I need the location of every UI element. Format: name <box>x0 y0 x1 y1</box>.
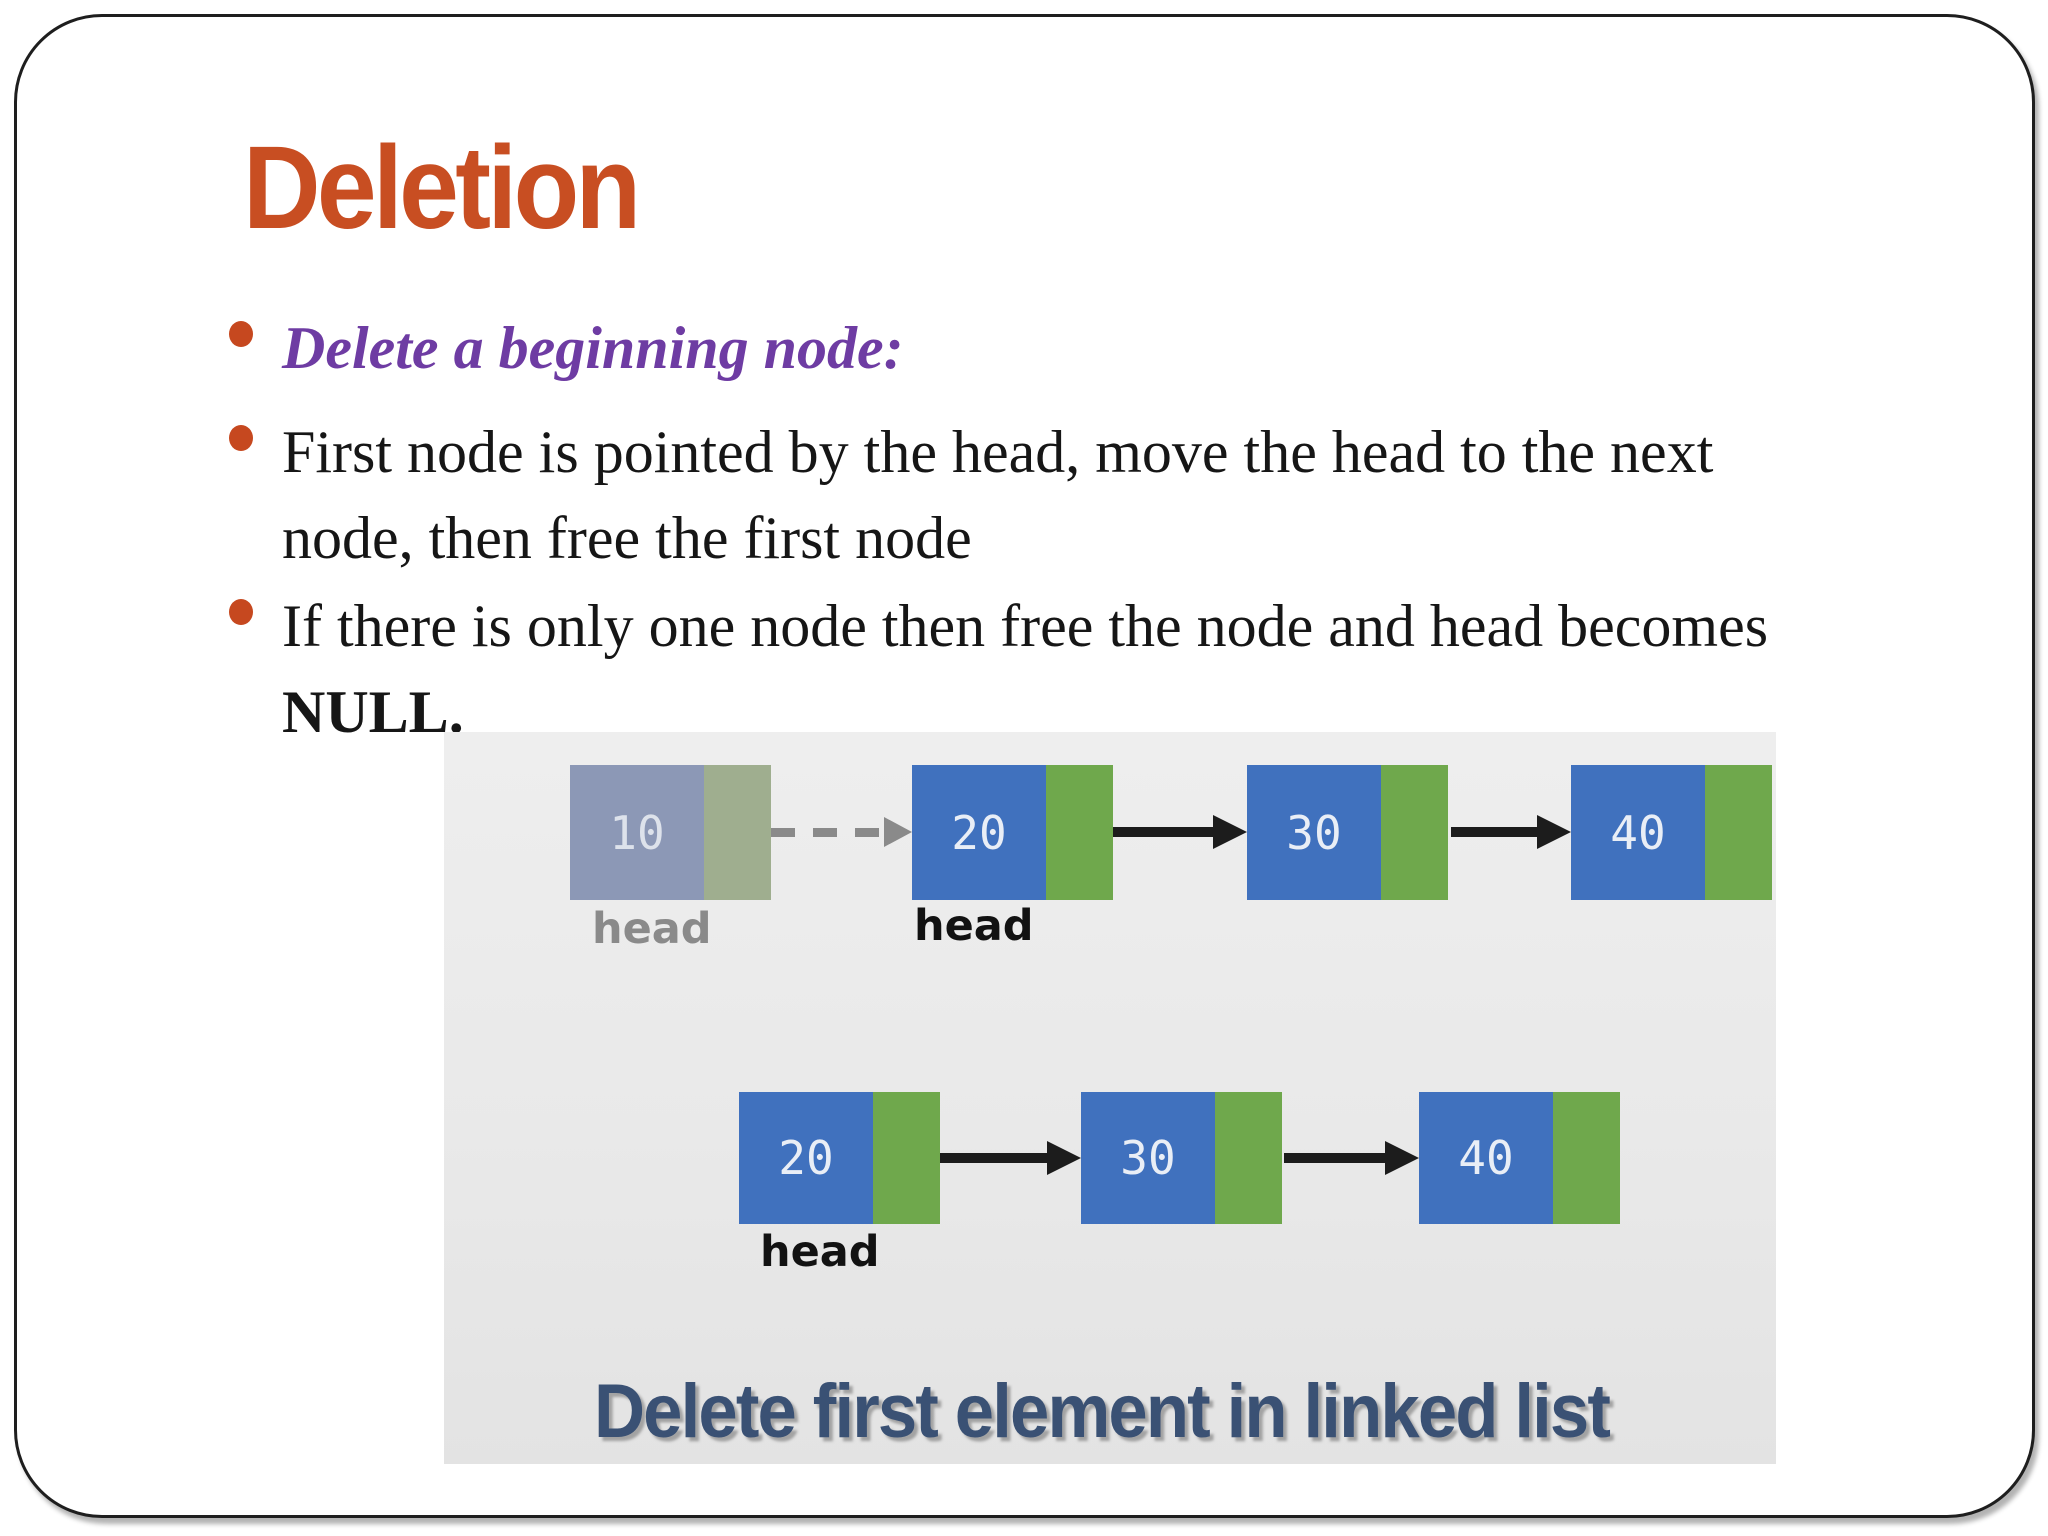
node-data-cell: 30 <box>1081 1092 1215 1224</box>
list-node-40-after: 40 <box>1419 1092 1620 1224</box>
arrow-head <box>1047 1141 1081 1175</box>
node-value: 40 <box>1458 1131 1514 1185</box>
bullet-text: Delete a beginning node: <box>282 315 904 381</box>
node-value: 20 <box>778 1131 834 1185</box>
arrow-head <box>884 817 912 847</box>
arrow-head <box>1537 815 1571 849</box>
bullet-text-line: If there is only one node then free the … <box>282 593 1769 659</box>
next-arrow-icon <box>1451 815 1571 849</box>
head-label-new: head <box>914 901 1034 951</box>
list-node-20: 20 <box>912 765 1113 900</box>
head-label-old: head <box>592 904 712 954</box>
node-next-cell <box>1553 1092 1620 1224</box>
bullet-text-line: node, then free the first node <box>282 505 972 571</box>
node-next-cell <box>1046 765 1113 900</box>
node-value: 20 <box>951 805 1007 860</box>
slide-title: Deletion <box>243 122 641 254</box>
arrow-shaft <box>1284 1153 1385 1163</box>
node-next-cell <box>873 1092 940 1224</box>
arrow-shaft <box>1113 827 1213 837</box>
linked-list-diagram: 10 20 30 40 hea <box>444 732 1776 1464</box>
arrow-shaft <box>940 1153 1047 1163</box>
next-arrow-icon <box>1113 815 1247 849</box>
dashed-arrow-icon <box>771 815 912 849</box>
node-data-cell: 10 <box>570 765 704 900</box>
bullet-text-null: NULL. <box>282 679 464 745</box>
node-value: 30 <box>1120 1131 1176 1185</box>
node-next-cell <box>1705 765 1772 900</box>
bullet-list: Delete a beginning node: First node is p… <box>229 305 1969 755</box>
node-value: 30 <box>1286 805 1342 860</box>
bullet-text-line: First node is pointed by the head, move … <box>282 419 1714 485</box>
arrow-shaft <box>771 827 884 837</box>
node-data-cell: 30 <box>1247 765 1381 900</box>
bullet-item: If there is only one node then free the … <box>229 583 1969 755</box>
bullet-item-heading: Delete a beginning node: <box>229 305 1969 391</box>
diagram-caption: Delete first element in linked list <box>594 1369 1611 1454</box>
node-data-cell: 40 <box>1419 1092 1553 1224</box>
node-data-cell: 40 <box>1571 765 1705 900</box>
node-next-cell <box>1381 765 1448 900</box>
next-arrow-icon <box>1284 1141 1419 1175</box>
head-label-after: head <box>760 1227 880 1277</box>
arrow-head <box>1213 815 1247 849</box>
list-node-30-after: 30 <box>1081 1092 1282 1224</box>
list-node-40: 40 <box>1571 765 1772 900</box>
slide: Deletion Delete a beginning node: First … <box>14 14 2035 1518</box>
list-node-30: 30 <box>1247 765 1448 900</box>
node-data-cell: 20 <box>912 765 1046 900</box>
bullet-item: First node is pointed by the head, move … <box>229 409 1969 581</box>
node-value: 40 <box>1610 805 1666 860</box>
node-data-cell: 20 <box>739 1092 873 1224</box>
arrow-shaft <box>1451 827 1537 837</box>
node-next-cell <box>1215 1092 1282 1224</box>
node-next-cell <box>704 765 771 900</box>
list-node-20-after: 20 <box>739 1092 940 1224</box>
arrow-head <box>1385 1141 1419 1175</box>
node-value: 10 <box>609 805 665 860</box>
list-node-10-deleted: 10 <box>570 765 771 900</box>
next-arrow-icon <box>940 1141 1081 1175</box>
